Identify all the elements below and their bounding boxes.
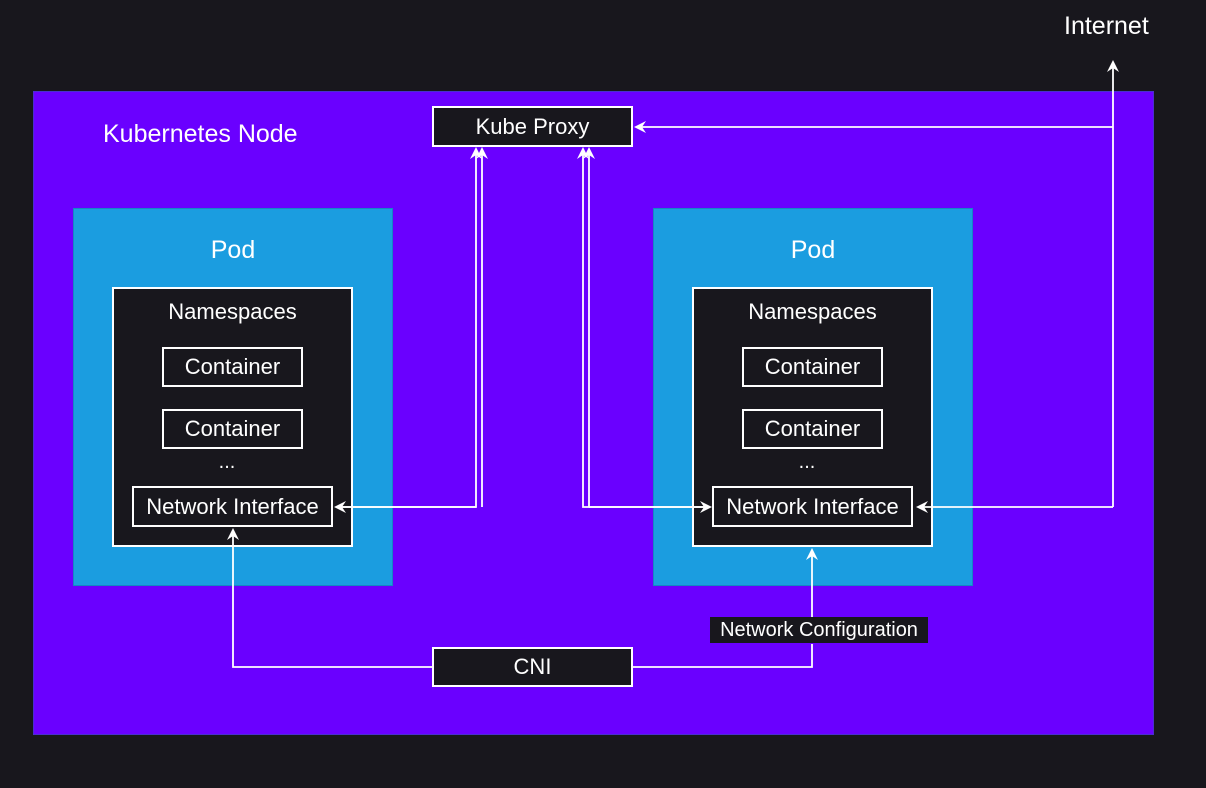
right-nic-to-proxy-line-a xyxy=(577,147,710,508)
container-label: Container xyxy=(764,416,861,441)
internet-label: Internet xyxy=(1064,12,1149,40)
pod-right-title: Pod xyxy=(790,236,836,264)
network-configuration-label: Network Configuration xyxy=(720,618,918,641)
kube-proxy-label: Kube Proxy xyxy=(475,113,590,139)
kubernetes-node-title: Kubernetes Node xyxy=(103,120,298,148)
network-interface-label: Network Interface xyxy=(146,493,319,519)
pod-left-network-interface: Network Interface xyxy=(132,486,333,527)
pod-left-ellipsis: ... xyxy=(218,451,236,473)
pod-left-container-2: Container xyxy=(162,409,303,449)
network-interface-label: Network Interface xyxy=(726,493,899,519)
pod-right-container-2: Container xyxy=(742,409,883,449)
network-configuration-label-box: Network Configuration xyxy=(710,617,928,643)
pod-left-namespaces-title: Namespaces xyxy=(168,299,297,324)
container-label: Container xyxy=(184,416,281,441)
left-nic-to-proxy-line-a xyxy=(336,147,482,508)
cni-label: CNI xyxy=(513,654,552,679)
pod-right-network-interface: Network Interface xyxy=(712,486,913,527)
pod-left-title: Pod xyxy=(210,236,256,264)
cni-box: CNI xyxy=(432,647,633,687)
pod-right-container-1: Container xyxy=(742,347,883,387)
container-label: Container xyxy=(184,354,281,379)
container-label: Container xyxy=(764,354,861,379)
cni-to-right-nic-line xyxy=(633,644,813,668)
cni-to-left-nic-line xyxy=(227,528,432,668)
pod-left-container-1: Container xyxy=(162,347,303,387)
kube-proxy-box: Kube Proxy xyxy=(432,106,633,147)
pod-right-ellipsis: ... xyxy=(798,451,816,473)
pod-right-namespaces-title: Namespaces xyxy=(748,299,877,324)
